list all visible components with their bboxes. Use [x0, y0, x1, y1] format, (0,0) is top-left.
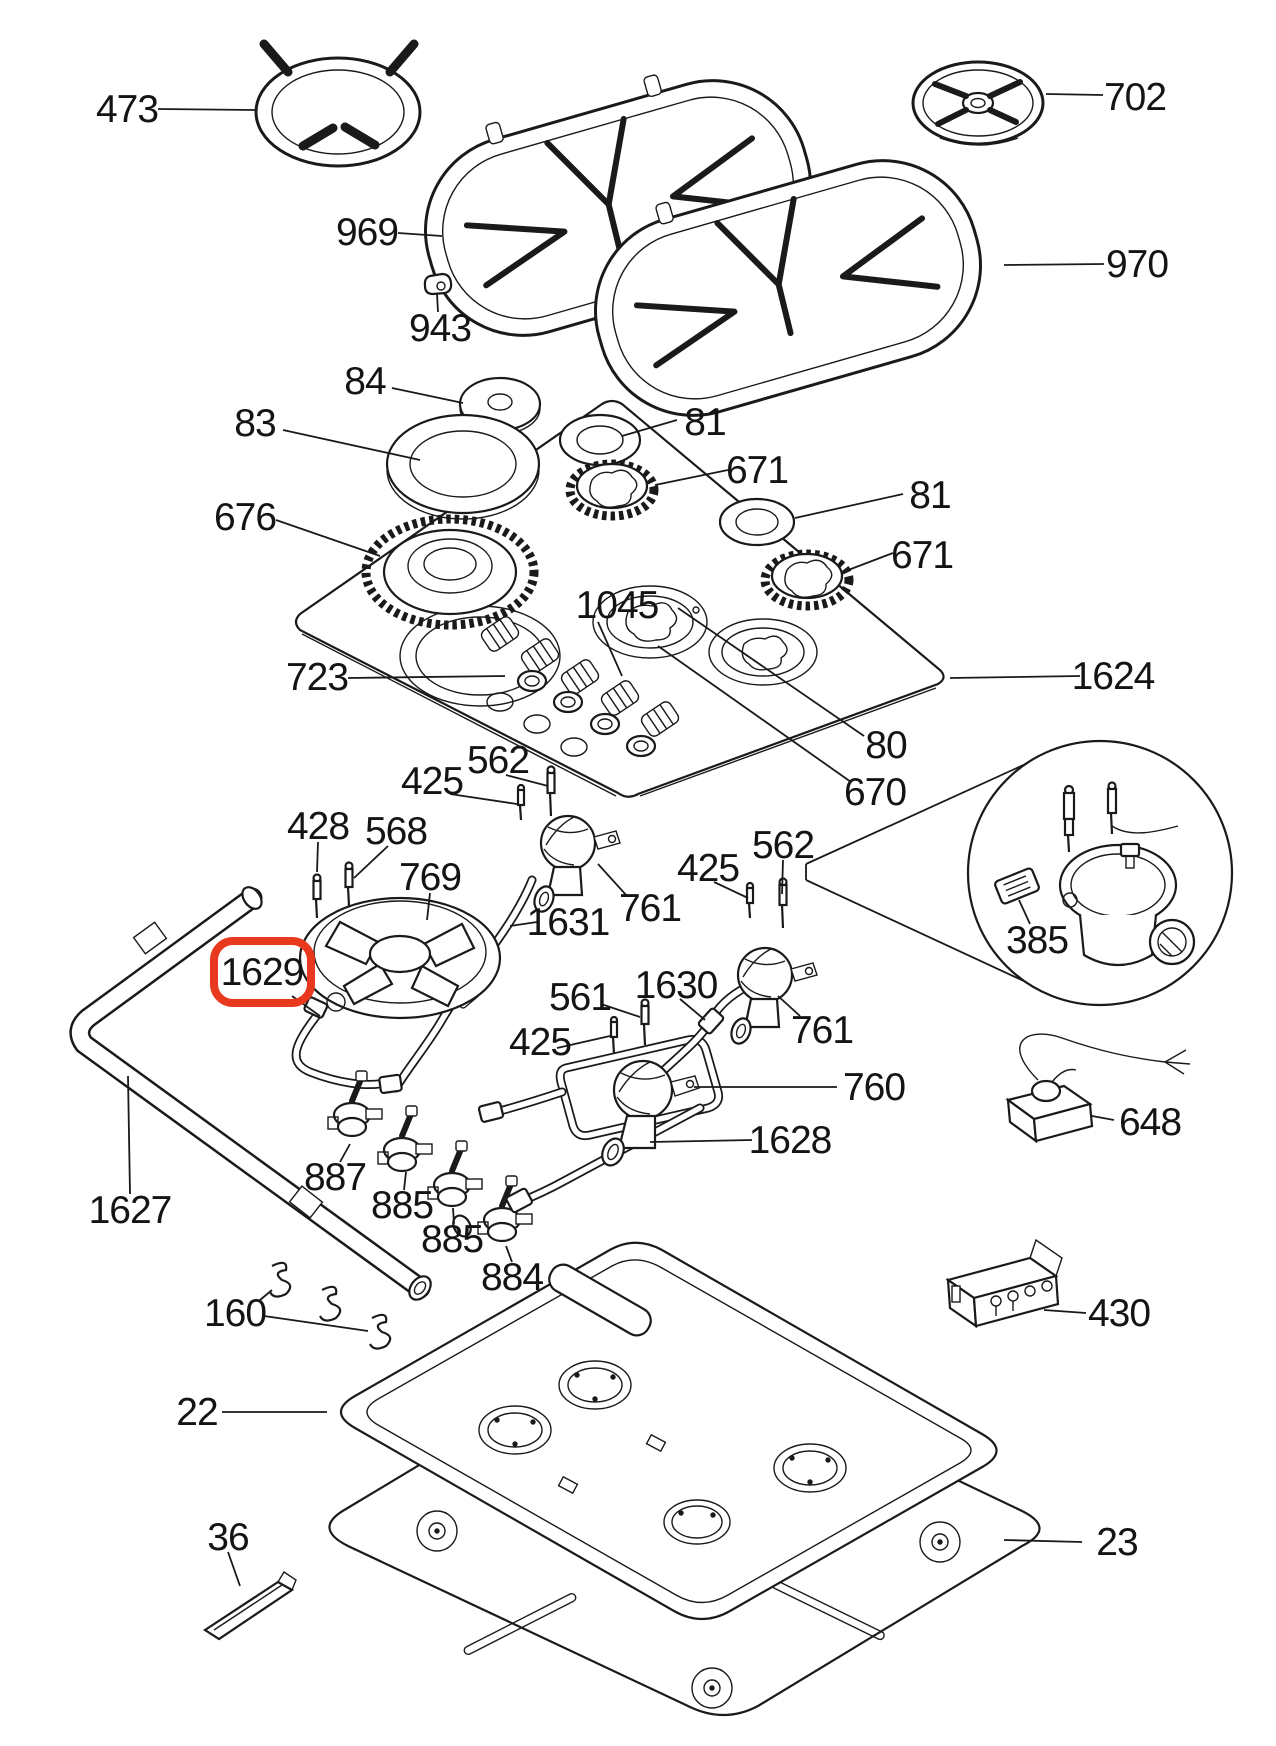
part-label-23[interactable]: 23: [1096, 1521, 1138, 1564]
part-label-473[interactable]: 473: [96, 88, 159, 131]
part-671b-burner-head: [760, 549, 854, 611]
part-1630-pipe: [657, 975, 767, 1077]
part-label-769[interactable]: 769: [399, 856, 462, 899]
part-1624-cooktop-panel: [294, 399, 945, 798]
part-label-425b[interactable]: 425: [677, 847, 740, 890]
igniter-electrodes: [312, 765, 788, 1055]
part-label-702[interactable]: 702: [1104, 76, 1167, 119]
part-label-884[interactable]: 884: [481, 1256, 544, 1299]
part-761b-valve: [730, 946, 818, 1045]
part-83-burner-ring: [385, 413, 541, 520]
part-label-1627[interactable]: 1627: [89, 1189, 173, 1232]
part-label-970[interactable]: 970: [1106, 243, 1169, 286]
part-label-428[interactable]: 428: [287, 805, 350, 848]
part-label-562b[interactable]: 562: [752, 824, 815, 867]
part-label-81a[interactable]: 81: [684, 401, 726, 444]
part-22-burner-box: [339, 1241, 998, 1621]
part-884-gas-tap: [477, 1175, 533, 1243]
part-label-80[interactable]: 80: [865, 724, 908, 767]
part-label-425c[interactable]: 425: [509, 1021, 572, 1064]
part-702-simmer-grate: [911, 60, 1045, 146]
part-label-36[interactable]: 36: [207, 1516, 249, 1559]
detail-balloon: [805, 739, 1234, 1007]
part-1628-pipe-loop: [452, 1035, 723, 1238]
nut-row: [486, 669, 657, 758]
leader-lines: [127, 93, 1115, 1587]
part-label-885b[interactable]: 885: [421, 1218, 484, 1261]
part-943-clip: [423, 272, 453, 296]
part-label-885a[interactable]: 885: [371, 1184, 434, 1227]
part-970-pan-support: [593, 159, 983, 417]
part-label-84[interactable]: 84: [344, 360, 387, 403]
knob-row: [480, 616, 680, 737]
part-473-wok-trivet: [254, 39, 422, 168]
part-1629-pipe-highlighted: [291, 996, 403, 1095]
part-label-670[interactable]: 670: [844, 771, 907, 814]
part-label-761b[interactable]: 761: [791, 1009, 854, 1052]
part-label-676[interactable]: 676: [214, 496, 277, 539]
part-label-568[interactable]: 568: [365, 810, 428, 853]
part-label-671b[interactable]: 671: [891, 534, 954, 577]
part-label-723[interactable]: 723: [286, 656, 349, 699]
part-671a-burner-head: [565, 459, 659, 521]
part-160-spring-clips: [269, 1261, 392, 1350]
part-label-648[interactable]: 648: [1119, 1101, 1182, 1144]
part-385-clip: [994, 867, 1040, 905]
part-1627-gas-rail-pipe: [69, 886, 432, 1301]
part-81a-burner-ring: [558, 413, 642, 467]
part-36-bracket-strip: [202, 1571, 297, 1641]
part-label-943[interactable]: 943: [409, 307, 472, 350]
part-label-1628[interactable]: 1628: [749, 1119, 833, 1162]
part-labels: 473 702 969 970 943 84 83 81 671 676 81 …: [89, 76, 1182, 1564]
highlight-box-1629: [210, 937, 315, 1007]
detail-burner-cup: [1058, 781, 1196, 966]
part-label-160[interactable]: 160: [204, 1292, 267, 1335]
part-label-1629[interactable]: 1629: [221, 951, 305, 994]
part-label-969[interactable]: 969: [336, 211, 399, 254]
part-label-561[interactable]: 561: [549, 976, 612, 1019]
part-430-spark-generator: [945, 1238, 1063, 1329]
part-885b-gas-tap: [427, 1140, 483, 1208]
part-label-562a[interactable]: 562: [467, 739, 530, 782]
part-label-887[interactable]: 887: [304, 1156, 367, 1199]
part-label-1631[interactable]: 1631: [527, 901, 611, 944]
part-label-81b[interactable]: 81: [909, 474, 951, 517]
part-769-burner-base: [298, 896, 502, 1020]
part-760-safety-valve: [601, 1059, 700, 1167]
part-648-microswitch: [1005, 1033, 1191, 1144]
part-885a-gas-tap: [377, 1105, 433, 1173]
part-887-gas-tap: [327, 1070, 383, 1138]
part-81b-burner-ring: [718, 497, 796, 547]
part-label-83[interactable]: 83: [234, 402, 276, 445]
part-label-1624[interactable]: 1624: [1072, 655, 1156, 698]
part-label-1045[interactable]: 1045: [576, 584, 660, 627]
part-label-761a[interactable]: 761: [619, 887, 682, 930]
part-label-425a[interactable]: 425: [401, 760, 464, 803]
part-label-22[interactable]: 22: [176, 1391, 218, 1434]
part-label-760[interactable]: 760: [843, 1066, 906, 1109]
part-label-1630[interactable]: 1630: [635, 964, 719, 1007]
part-label-671a[interactable]: 671: [726, 449, 789, 492]
part-761a-valve: [533, 814, 621, 913]
part-label-430[interactable]: 430: [1088, 1292, 1151, 1335]
part-label-385[interactable]: 385: [1006, 919, 1069, 962]
